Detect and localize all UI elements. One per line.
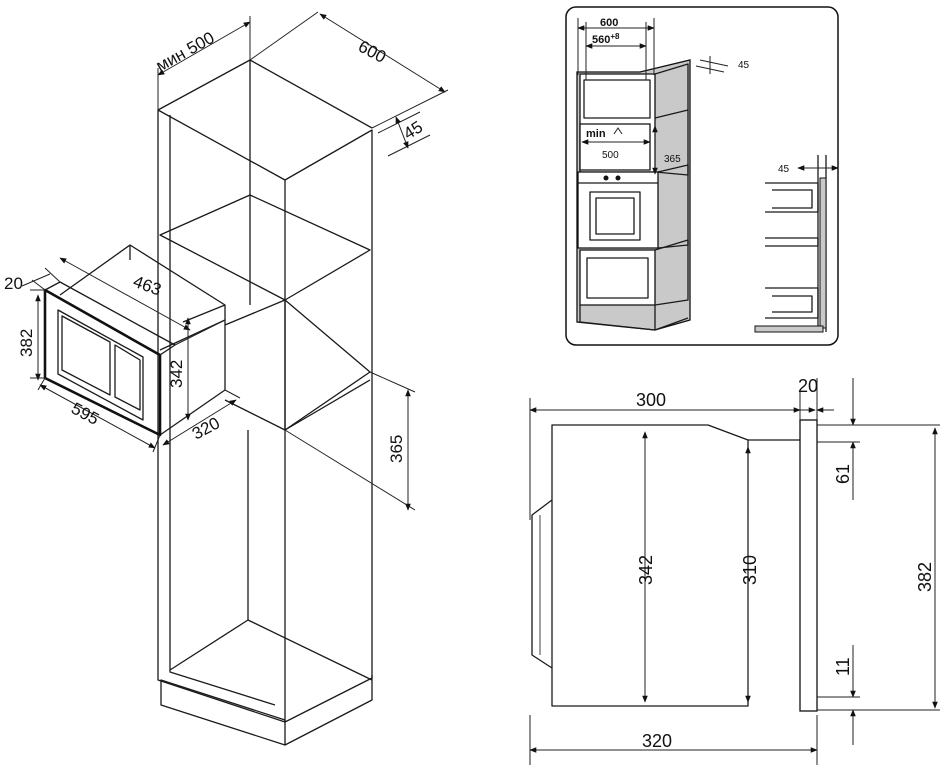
side-front-depth-label: 20 <box>798 376 818 396</box>
mw-front-depth-label: 20 <box>4 274 23 293</box>
mw-front-height-label: 382 <box>17 329 36 357</box>
mw-top-width-label: 463 <box>131 272 164 300</box>
side-front-height-label: 382 <box>915 562 935 592</box>
inset-min-label: min <box>586 128 606 140</box>
side-inner-height-label: 310 <box>740 555 760 585</box>
inset-width-inner-label: 560+8 <box>592 32 620 46</box>
inset-side-view: 45 <box>754 155 839 333</box>
side-top-offset-label: 61 <box>833 464 853 484</box>
back-gap-label: 45 <box>400 117 426 143</box>
inset-cabinet <box>576 59 691 331</box>
side-view-microwave <box>531 419 940 712</box>
mw-body-height-label: 342 <box>167 360 186 388</box>
side-depth-label: 300 <box>636 390 666 410</box>
side-view-dimensions: 300 20 61 342 310 382 11 320 <box>529 376 938 765</box>
cabinet-width-label: мин 500 <box>153 28 218 75</box>
inset-width-outer-label: 600 <box>600 17 618 29</box>
inset-side-gap-label: 45 <box>778 164 790 175</box>
inset-niche-width-label: 500 <box>602 150 619 161</box>
side-bottom-offset-label: 11 <box>833 657 853 676</box>
isometric-cabinet <box>157 59 373 746</box>
iso-microwave-dimensions: 463 20 382 342 595 320 <box>4 257 241 453</box>
side-total-depth-label: 320 <box>642 731 672 751</box>
mw-depth-label: 320 <box>189 413 223 443</box>
cabinet-depth-label: 600 <box>355 37 389 67</box>
niche-height-label: 365 <box>387 435 406 463</box>
inset-dimensions: 600 560+8 45 min 500 365 <box>577 17 750 175</box>
side-body-height-label: 342 <box>636 555 656 585</box>
inset-back-gap-label: 45 <box>738 60 750 71</box>
inset-niche-height-label: 365 <box>664 154 681 165</box>
